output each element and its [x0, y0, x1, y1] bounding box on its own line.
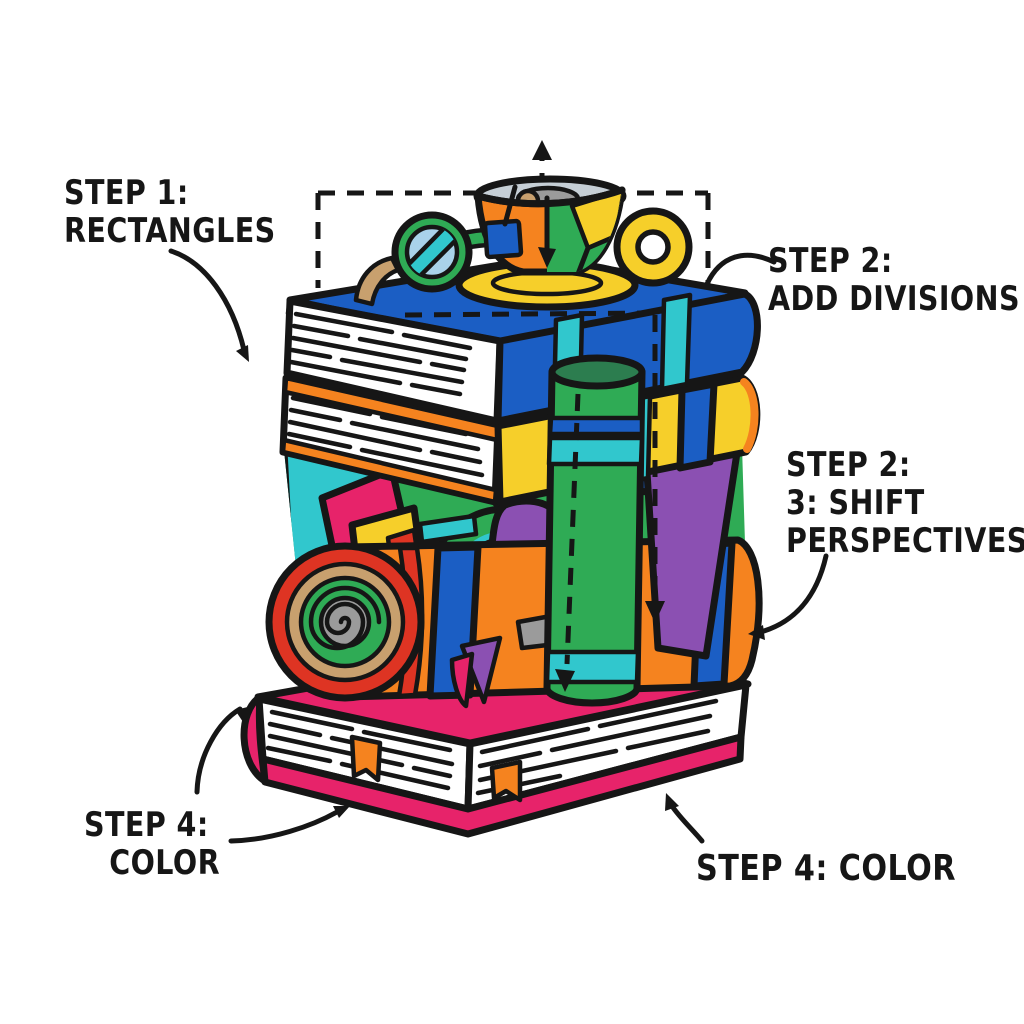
green-cylinder [543, 354, 646, 707]
guide-down-arrowhead [555, 669, 575, 692]
label-step4-left-line1: STEP 4: [84, 805, 209, 845]
label-step4-left: STEP 4: COLOR [84, 806, 220, 882]
label-step3-line2: 3: SHIFT [786, 483, 925, 523]
label-step1-line2: RECTANGLES [64, 211, 276, 251]
teacup [473, 175, 627, 276]
round-glasses [353, 211, 551, 307]
label-step3-line1: STEP 2: [786, 445, 911, 485]
label-step2: STEP 2: ADD DIVISIONS [768, 242, 1020, 318]
connector-step2 [704, 252, 777, 287]
arrow-step1 [168, 248, 247, 353]
teacup-and-glasses [353, 175, 693, 311]
label-step4-left-line2: COLOR [109, 843, 221, 883]
label-step1-line1: STEP 1: [64, 173, 189, 213]
label-step3-line3: PERSPECTIVES [786, 521, 1024, 561]
bookmark-ribbon [489, 759, 523, 803]
label-step4-right-line1: STEP 4: COLOR [696, 848, 956, 889]
guide-on-book-dashes [404, 310, 665, 623]
arrow-step3 [761, 553, 829, 634]
scroll-spiral [308, 585, 382, 651]
label-step3: STEP 2: 3: SHIFT PERSPECTIVES [786, 446, 1024, 560]
annotation-arrows [168, 248, 829, 844]
label-step4-right: STEP 4: COLOR [696, 850, 956, 888]
arrow-step4-left-b [228, 809, 340, 844]
bookmark-ribbon [349, 734, 383, 783]
teabag-tag [482, 218, 524, 260]
label-step1: STEP 1: RECTANGLES [64, 174, 276, 250]
label-step2-line1: STEP 2: [768, 241, 893, 281]
label-step2-line2: ADD DIVISIONS [768, 279, 1020, 319]
arrow-step4-right [669, 803, 705, 844]
guide-cylinder-dashed-line [564, 393, 581, 665]
arrow-step4-left-a [194, 706, 243, 795]
guide-down-arrowhead [645, 601, 665, 623]
guide-up-arrowhead [532, 140, 552, 160]
